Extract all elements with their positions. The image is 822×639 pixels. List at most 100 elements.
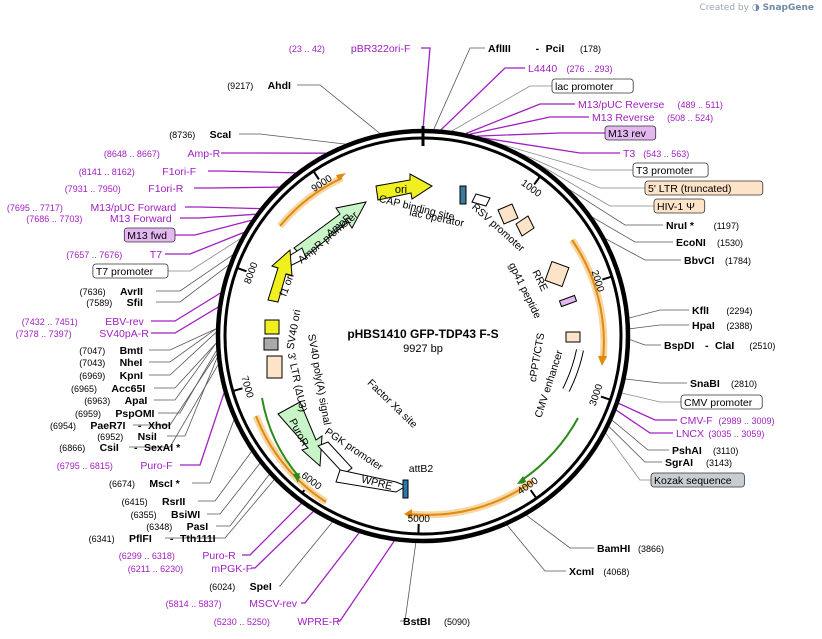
label-t7-promoter[interactable]: T7 promoter (92, 263, 169, 279)
label-name: EcoNI (676, 237, 706, 249)
label-name: lac promoter (555, 81, 614, 93)
label-m13-puc-reverse[interactable]: M13/pUC Reverse(489 .. 511) (578, 99, 723, 111)
label-position: (6674) (109, 479, 135, 489)
label-scai[interactable]: ScaI(8736) (169, 129, 231, 141)
label-bstbi[interactable]: BstBI(5090) (403, 616, 470, 628)
lac-operator-feature (471, 193, 491, 207)
leader-line (207, 463, 261, 515)
label-position: (6965) (71, 384, 97, 394)
cppt-feature (565, 331, 581, 343)
label-position: (3866) (638, 544, 664, 554)
label-econi[interactable]: EcoNI (1530) (676, 237, 743, 249)
label-bspdi[interactable]: BspDI-ClaI(2510) (664, 340, 775, 352)
label-position: (2989 .. 3009) (719, 416, 775, 426)
label-hiv-1[interactable]: HIV-1 Ψ (653, 198, 706, 214)
orf-arrow-rre (598, 356, 607, 366)
tick-label: 1000 (519, 178, 544, 200)
label-puro-f[interactable]: Puro-F(6795 .. 6815) (57, 460, 173, 472)
label-kpni[interactable]: KpnI(6969) (79, 370, 143, 382)
label-mscv-rev[interactable]: MSCV-rev(5814 .. 5837) (166, 598, 298, 610)
label-position: (2510) (749, 341, 775, 351)
label-second: Tth111I (180, 533, 216, 545)
label-position: (7589) (86, 298, 112, 308)
label-position: (6341) (89, 534, 115, 544)
label-name: M13 Reverse (592, 112, 655, 124)
label-snabi[interactable]: SnaBI(2810) (690, 378, 757, 390)
label-mpgk-f[interactable]: mPGK-F(6211 .. 6230) (128, 563, 252, 575)
label-t3[interactable]: T3(543 .. 563) (623, 148, 689, 160)
label-f1ori-f[interactable]: F1ori-F(8141 .. 8162) (79, 166, 196, 178)
leader-line (337, 540, 395, 622)
label-box (123, 227, 176, 243)
inner-features: ori (263, 173, 584, 499)
label-bamhi[interactable]: BamHI(3866) (597, 543, 664, 555)
label-position: (6952) (97, 432, 123, 442)
label-spei[interactable]: SpeI(6024) (209, 581, 272, 593)
label-name: BsiWI (171, 509, 200, 521)
label-sv40pa-r[interactable]: SV40pA-R(7378 .. 7397) (16, 328, 150, 340)
label-l4440[interactable]: L4440(276 .. 293) (528, 63, 613, 75)
leader-line (451, 85, 552, 132)
label-ahdi[interactable]: AhdI(9217) (227, 80, 291, 92)
label-msci[interactable]: MscI *(6674) (109, 478, 181, 490)
label-m13-rev[interactable]: M13 rev (604, 125, 657, 141)
tick-mark (602, 275, 613, 281)
leader-line (251, 511, 314, 569)
label-wpre-r[interactable]: WPRE-R(5230 .. 5250) (214, 616, 341, 628)
label-paer7i[interactable]: PaeR7I-XhoI(6954) (50, 420, 171, 432)
label-pasi[interactable]: PasI(6348) (146, 521, 208, 533)
label-5-ltr-truncated[interactable]: 5' LTR (truncated) (644, 180, 764, 196)
label-cmv-f[interactable]: CMV-F(2989 .. 3009) (680, 415, 775, 427)
label-cmv-promoter[interactable]: CMV promoter (680, 394, 763, 410)
label-position: (3035 .. 3059) (708, 429, 764, 439)
leader-line (615, 409, 673, 434)
label-pspomi[interactable]: PspOMI(6959) (75, 408, 155, 420)
label-sfii[interactable]: SfiI(7589) (86, 297, 143, 309)
label-lac-promoter[interactable]: lac promoter (551, 78, 634, 94)
label-bbvci[interactable]: BbvCI(1784) (684, 255, 751, 267)
label-position: (7686 .. 7703) (26, 214, 82, 224)
label-pflfi[interactable]: PflFI-Tth111I(6341) (89, 533, 216, 545)
label-amp-r[interactable]: Amp-R(8648 .. 8667) (104, 148, 221, 160)
label-xcmi[interactable]: XcmI(4068) (569, 566, 629, 578)
snapgene-credit: Created by ◑ SnapGene (699, 3, 814, 13)
label-m13-forward[interactable]: M13 Forward(7686 .. 7703) (26, 213, 172, 225)
label-afliii[interactable]: AflIII-PciI(178) (488, 43, 601, 55)
label-puro-r[interactable]: Puro-R(6299 .. 6318) (119, 550, 236, 562)
label-f1ori-r[interactable]: F1ori-R(7931 .. 7950) (65, 183, 184, 195)
label-bsiwi[interactable]: BsiWI (6355) (131, 509, 201, 521)
label-rsrii[interactable]: RsrII(6415) (122, 496, 186, 508)
label-name: SnaBI (690, 378, 720, 390)
label-t3-promoter[interactable]: T3 promoter (632, 162, 709, 178)
label-m13-reverse[interactable]: M13 Reverse(508 .. 524) (592, 112, 713, 124)
label-nhei[interactable]: NheI(7043) (79, 357, 142, 369)
label-kfli[interactable]: KflI(2294) (692, 305, 752, 317)
label-name: M13/pUC Forward (91, 202, 177, 214)
label-position: (6355) (131, 510, 157, 520)
leader-line (301, 532, 360, 604)
label-pshai[interactable]: PshAI(3110) (672, 445, 738, 457)
label-bmti[interactable]: BmtI(7047) (79, 345, 143, 357)
label-avrii[interactable]: AvrII(7636) (80, 286, 143, 298)
label-name: Puro-R (202, 550, 236, 562)
tick-label: 5000 (408, 514, 431, 526)
label-csii[interactable]: CsiI-SexAI *(6866) (59, 442, 181, 454)
label-pbr322ori-f[interactable]: pBR322ori-F(23 .. 42) (289, 43, 411, 55)
label-m13-fwd[interactable]: M13 fwd (123, 227, 176, 243)
label-sgrai[interactable]: SgrAI(3143) (665, 457, 732, 469)
label-kozak-sequence[interactable]: Kozak sequence (650, 472, 745, 488)
label-m13-puc-forward[interactable]: M13/pUC Forward(7695 .. 7717) (7, 202, 177, 214)
label-position: (5814 .. 5837) (166, 599, 222, 609)
label-hpai[interactable]: HpaI(2388) (692, 320, 752, 332)
label-position: (2294) (726, 306, 752, 316)
label-lncx[interactable]: LNCX(3035 .. 3059) (676, 428, 764, 440)
label-apai[interactable]: ApaI(6963) (84, 395, 147, 407)
leader-line (165, 231, 244, 255)
ampr-feature (293, 201, 367, 259)
label-acc65i[interactable]: Acc65I(6965) (71, 383, 145, 395)
label-t7[interactable]: T7(7657 .. 7676) (66, 249, 162, 261)
label-ebv-rev[interactable]: EBV-rev(7432 .. 7451) (22, 316, 145, 328)
label-position: (1530) (717, 238, 743, 248)
label-nsii[interactable]: NsiI(6952) (97, 431, 157, 443)
label-nrui[interactable]: NruI *(1197) (666, 220, 739, 232)
